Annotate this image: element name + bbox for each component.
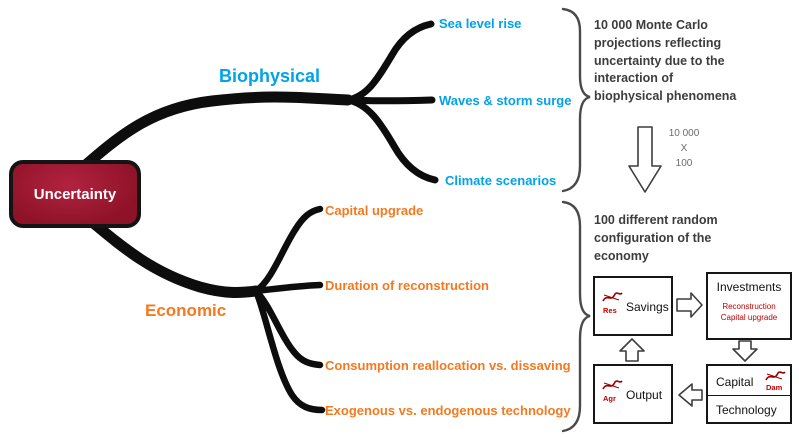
- biophysical-brace-icon: [561, 7, 591, 193]
- leaf-climate-scenarios: Climate scenarios: [445, 173, 557, 188]
- savings-label: Savings: [626, 300, 669, 314]
- big-down-arrow-icon: [628, 126, 662, 193]
- branch-duration: [252, 281, 324, 295]
- capital-to-output-arrow-icon: [678, 383, 703, 407]
- agr-logo-icon: Agr: [601, 378, 623, 402]
- curly-braces: [561, 7, 591, 433]
- res-logo-icon: Res: [601, 290, 623, 314]
- dam-logo-label: Dam: [766, 383, 783, 392]
- investments-label: Investments: [716, 280, 782, 294]
- multiplier-note: 10 000 X 100: [662, 126, 706, 171]
- capital-box-divider: [708, 395, 790, 396]
- multiplier-bottom: 100: [675, 158, 693, 169]
- leaf-capital-upgrade: Capital upgrade: [325, 203, 424, 218]
- branch-economic-main: [79, 210, 262, 298]
- agr-logo-label: Agr: [603, 394, 616, 403]
- investments-to-capital-arrow-icon: [732, 340, 758, 362]
- leaf-duration-reconstruction: Duration of reconstruction: [325, 278, 489, 293]
- branch-waves: [344, 96, 436, 105]
- monte-carlo-note: 10 000 Monte Carlo projections reflectin…: [594, 18, 737, 103]
- savings-to-investments-arrow-icon: [676, 292, 703, 318]
- technology-label: Technology: [716, 403, 777, 417]
- flow-arrows: [619, 126, 758, 407]
- multiplier-mid: X: [680, 143, 688, 154]
- branch-biophysical-main: [74, 91, 354, 176]
- investments-box: Investments Reconstruction Capital upgra…: [706, 272, 792, 340]
- res-logo-label: Res: [603, 306, 617, 315]
- output-box: Agr Output: [593, 364, 673, 424]
- output-to-savings-arrow-icon: [619, 338, 645, 362]
- capital-technology-box: Capital Dam Technology: [706, 364, 792, 424]
- economy-config-note: 100 different random configuration of th…: [594, 213, 718, 263]
- biophysical-branch-label: Biophysical: [219, 66, 321, 86]
- economic-branch-label: Economic: [145, 301, 227, 320]
- multiplier-top: 10 000: [668, 128, 700, 139]
- branch-sea-level: [344, 20, 435, 104]
- branch-capital-upgrade: [252, 205, 324, 295]
- tree-branches: [74, 20, 439, 414]
- dam-logo-icon: Dam: [764, 369, 786, 391]
- leaf-consumption-reallocation: Consumption reallocation vs. dissaving: [325, 358, 571, 373]
- investments-sub-reconstruction: Reconstruction: [722, 302, 776, 311]
- root-node-uncertainty: Uncertainty: [9, 160, 141, 228]
- output-label: Output: [626, 388, 663, 402]
- leaf-sea-level-rise: Sea level rise: [439, 16, 522, 31]
- root-node-label: Uncertainty: [33, 185, 117, 203]
- branch-climate: [344, 96, 439, 184]
- branch-consumption: [252, 287, 324, 369]
- savings-box: Res Savings: [593, 276, 673, 336]
- leaf-waves-storm-surge: Waves & storm surge: [439, 93, 572, 108]
- branch-exogenous: [252, 287, 326, 414]
- capital-label: Capital: [716, 375, 754, 389]
- leaf-exogenous-technology: Exogenous vs. endogenous technology: [325, 403, 571, 418]
- investments-sub-capital-upgrade: Capital upgrade: [720, 313, 778, 322]
- economic-brace-icon: [561, 200, 591, 433]
